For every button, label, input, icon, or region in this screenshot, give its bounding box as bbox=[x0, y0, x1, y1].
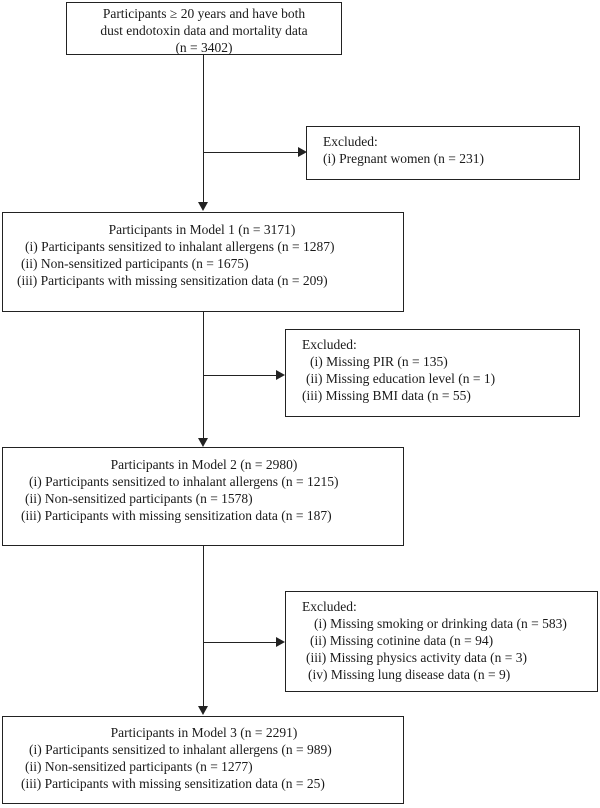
model3-item-3: (iii) Participants with missing sensitiz… bbox=[21, 776, 325, 791]
arrow-to-model3 bbox=[198, 706, 208, 715]
start-box: Participants ≥ 20 years and have both du… bbox=[66, 2, 342, 55]
model1-item-2: (ii) Non-sensitized participants (n = 16… bbox=[21, 256, 249, 271]
exclusion2-title: Excluded: bbox=[302, 337, 357, 352]
arrow-to-model1 bbox=[198, 202, 208, 211]
arrow-to-exclusion1 bbox=[298, 147, 307, 157]
model3-item-2: (ii) Non-sensitized participants (n = 12… bbox=[25, 759, 253, 774]
model1-title: Participants in Model 1 (n = 3171) bbox=[108, 222, 296, 237]
exclusion1-box: Excluded: (i) Pregnant women (n = 231) bbox=[306, 126, 580, 180]
connector-exclusion1 bbox=[203, 152, 299, 153]
exclusion2-item-2: (ii) Missing education level (n = 1) bbox=[306, 371, 496, 386]
model1-box: Participants in Model 1 (n = 3171) (i) P… bbox=[2, 212, 404, 312]
arrow-to-exclusion2 bbox=[276, 370, 285, 380]
exclusion3-item-2: (ii) Missing cotinine data (n = 94) bbox=[310, 633, 494, 648]
exclusion1-item: (i) Pregnant women (n = 231) bbox=[323, 151, 484, 166]
model3-title: Participants in Model 3 (n = 2291) bbox=[110, 725, 298, 740]
exclusion2-item-1: (i) Missing PIR (n = 135) bbox=[310, 354, 448, 369]
model2-item-3: (iii) Participants with missing sensitiz… bbox=[21, 508, 332, 523]
start-line-2: dust endotoxin data and mortality data bbox=[100, 23, 308, 38]
exclusion3-title: Excluded: bbox=[302, 599, 357, 614]
model2-title: Participants in Model 2 (n = 2980) bbox=[110, 457, 298, 472]
exclusion2-item-3: (iii) Missing BMI data (n = 55) bbox=[302, 388, 471, 403]
model2-item-1: (i) Participants sensitized to inhalant … bbox=[29, 474, 339, 489]
model2-box: Participants in Model 2 (n = 2980) (i) P… bbox=[2, 447, 404, 546]
connector-main-3 bbox=[203, 546, 204, 707]
arrow-to-model2 bbox=[198, 438, 208, 447]
exclusion3-item-1: (i) Missing smoking or drinking data (n … bbox=[314, 616, 567, 631]
model3-box: Participants in Model 3 (n = 2291) (i) P… bbox=[2, 716, 404, 804]
model1-item-1: (i) Participants sensitized to inhalant … bbox=[25, 239, 335, 254]
start-line-1: Participants ≥ 20 years and have both bbox=[102, 6, 306, 21]
model1-item-3: (iii) Participants with missing sensitiz… bbox=[17, 273, 328, 288]
connector-main-1 bbox=[203, 55, 204, 203]
model3-item-1: (i) Participants sensitized to inhalant … bbox=[29, 742, 332, 757]
exclusion3-box: Excluded: (i) Missing smoking or drinkin… bbox=[285, 591, 598, 692]
start-line-3: (n = 3402) bbox=[175, 40, 233, 55]
arrow-to-exclusion3 bbox=[276, 637, 285, 647]
connector-exclusion3 bbox=[203, 642, 277, 643]
model2-item-2: (ii) Non-sensitized participants (n = 15… bbox=[25, 491, 253, 506]
exclusion3-item-4: (iv) Missing lung disease data (n = 9) bbox=[308, 667, 511, 682]
exclusion2-box: Excluded: (i) Missing PIR (n = 135) (ii)… bbox=[285, 329, 580, 417]
connector-exclusion2 bbox=[203, 375, 277, 376]
exclusion3-item-3: (iii) Missing physics activity data (n =… bbox=[306, 650, 527, 665]
exclusion1-title: Excluded: bbox=[323, 134, 378, 149]
